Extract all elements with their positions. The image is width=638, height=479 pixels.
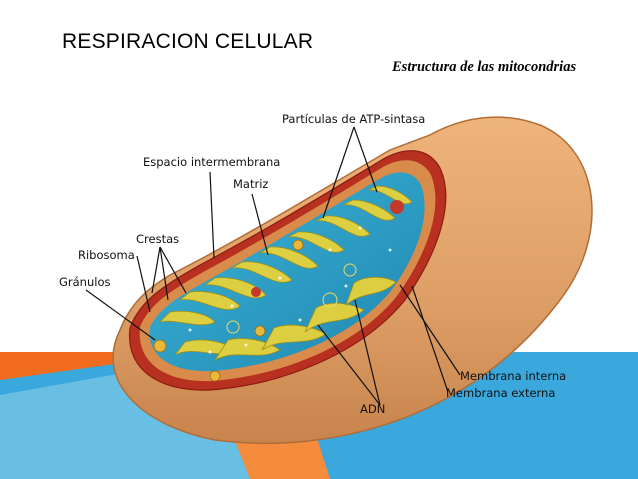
granules <box>153 200 404 382</box>
label-granules: Gránulos <box>59 275 111 289</box>
label-outer-membrane: Membrana externa <box>446 386 556 400</box>
leader-lines <box>85 126 461 406</box>
cristae-folds <box>158 185 413 362</box>
label-matrix: Matriz <box>233 177 269 191</box>
dna-rings <box>226 263 357 334</box>
ribosomes <box>188 226 392 354</box>
label-intermembrane-space: Espacio intermembrana <box>143 155 281 169</box>
label-atp-synthase: Partículas de ATP-sintasa <box>282 112 426 126</box>
label-dna: ADN <box>360 402 386 416</box>
slide-title: RESPIRACION CELULAR <box>62 30 314 53</box>
label-cristae: Crestas <box>136 232 180 246</box>
label-inner-membrane: Membrana interna <box>460 369 567 383</box>
matrix-area <box>149 172 425 372</box>
slide-subtitle: Estructura de las mitocondrias <box>392 59 577 75</box>
label-ribosome: Ribosoma <box>78 248 135 262</box>
